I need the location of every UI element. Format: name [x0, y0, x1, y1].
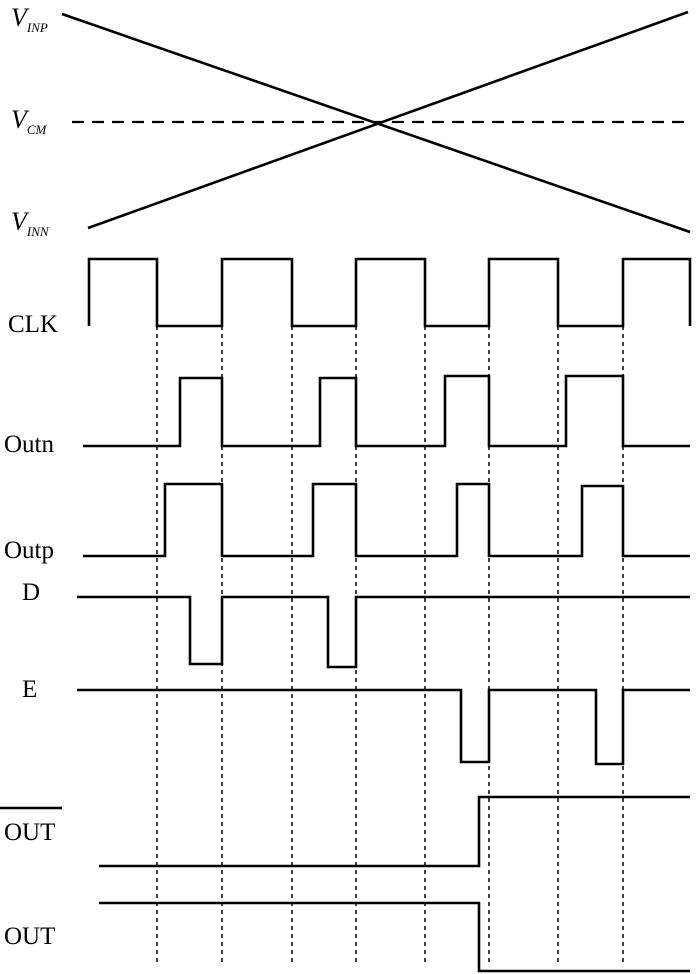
d-waveform: [77, 595, 690, 669]
d-label: D: [22, 579, 40, 606]
clk-label: CLK: [8, 311, 58, 338]
outp-label: Outp: [4, 537, 54, 564]
outn-waveform: [83, 374, 690, 448]
out-label: OUT: [4, 923, 55, 950]
e-label: E: [22, 676, 37, 703]
input-voltages: [61, 10, 691, 234]
vinn-ramp: [87, 10, 689, 230]
e-waveform: [77, 688, 690, 766]
outn-label: Outn: [4, 431, 55, 458]
vcm-label: VCM: [11, 105, 48, 137]
out-bar-label: OUT: [4, 819, 55, 846]
out-bar-waveform: [99, 795, 690, 868]
vinn-label: VINN: [11, 207, 50, 239]
clk-waveform: [87, 257, 692, 328]
outp-waveform: [83, 482, 690, 558]
vinp-label: VINP: [11, 3, 48, 35]
out-waveform: [99, 901, 690, 973]
